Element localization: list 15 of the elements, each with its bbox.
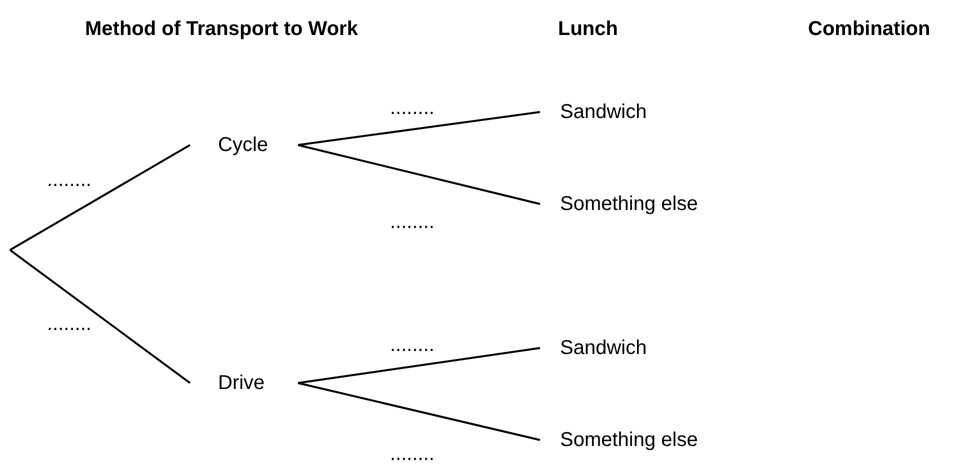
branch-line (9, 249, 191, 384)
column-heading: Lunch (558, 18, 618, 41)
column-heading: Combination (808, 18, 930, 41)
branch-label: Sandwich (560, 336, 647, 360)
branch-label: Sandwich (560, 100, 647, 124)
branch-label: Something else (560, 192, 698, 216)
branch-label: Something else (560, 428, 698, 452)
branch-label: Cycle (218, 134, 268, 156)
branch-line (298, 111, 540, 146)
column-heading: Method of Transport to Work (85, 18, 358, 41)
branch-label: Drive (218, 372, 265, 394)
branch-line (298, 144, 540, 205)
branch-line (298, 347, 540, 384)
branch-line (10, 144, 190, 251)
branch-line (298, 382, 540, 441)
